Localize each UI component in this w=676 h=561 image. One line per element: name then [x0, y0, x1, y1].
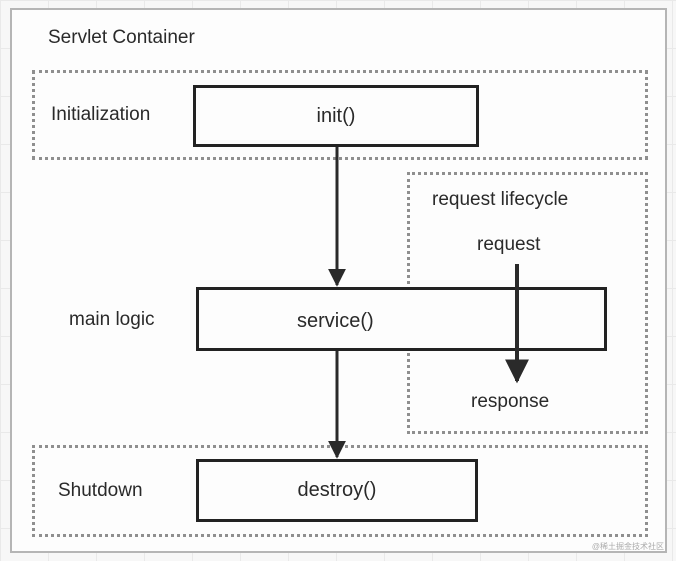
init-method-label: init() [316, 104, 356, 127]
initialization-label: Initialization [51, 104, 151, 125]
service-method-box: service() [196, 287, 607, 351]
main-logic-label: main logic [69, 309, 155, 330]
request-lifecycle-label: request lifecycle [432, 189, 569, 210]
initialization-zone [32, 70, 648, 160]
destroy-method-label: destroy() [297, 479, 377, 501]
shutdown-label: Shutdown [58, 480, 143, 501]
response-label: response [471, 391, 550, 412]
init-method-box: init() [193, 85, 479, 147]
service-method-label: service() [297, 310, 374, 332]
container-title: Servlet Container [48, 27, 195, 48]
destroy-method-box: destroy() [196, 459, 478, 522]
request-label: request [477, 234, 541, 255]
watermark: @稀土掘金技术社区 [591, 542, 664, 551]
